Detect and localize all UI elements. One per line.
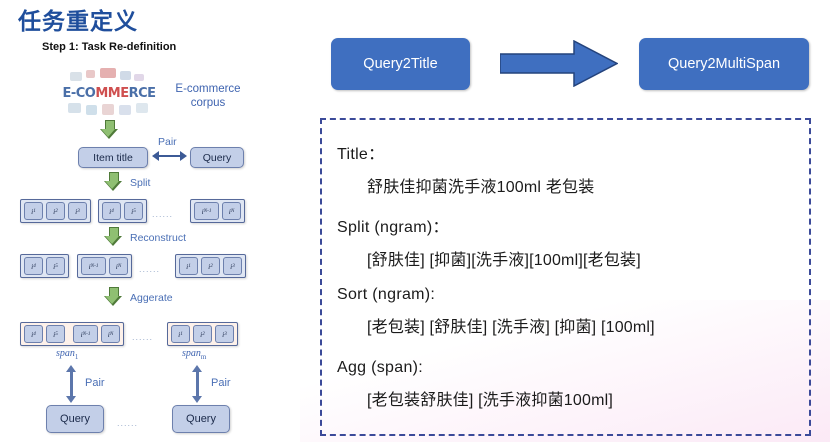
example-heading: Title： [337,146,385,163]
row-ellipsis: ...... [139,264,161,274]
pair-double-arrow-top-icon [152,151,187,162]
example-body: [老包装] [舒肤佳] [洗手液] [抑菌] [100ml] [367,319,655,336]
transform-arrow-icon [499,39,619,88]
example-panel [320,118,811,436]
pair-label-top: Pair [158,136,177,148]
aggerate-label: Aggerate [130,292,173,304]
pair-label-right: Pair [211,377,231,389]
item-title-box[interactable]: Item title [78,147,148,168]
ecommerce-corpus-logo-icon: E-COMMERCE [62,68,156,118]
query-box-top[interactable]: Query [190,147,244,168]
step-heading: Step 1: Task Re-definition [42,41,177,53]
page-title: 任务重定义 [18,9,138,35]
example-body: [舒肤佳] [抑菌][洗手液][100ml][老包装] [367,252,641,269]
example-block-split: Split (ngram)： [舒肤佳] [抑菌][洗手液][100ml][老包… [337,213,641,270]
split-label: Split [130,177,151,189]
pair-label-left: Pair [85,377,105,389]
row-ellipsis: ...... [132,332,154,342]
query2multispan-pill[interactable]: Query2MultiSpan [639,38,809,90]
span-label-first: span1 [56,348,79,361]
row-ellipsis: ...... [152,209,174,219]
pair-double-arrow-right-icon [192,365,203,403]
example-block-agg: Agg (span): [老包装舒肤佳] [洗手液抑菌100ml] [337,359,613,410]
example-heading: Agg (span): [337,359,424,376]
example-block-sort: Sort (ngram): [老包装] [舒肤佳] [洗手液] [抑菌] [10… [337,286,655,337]
query-box-bottom-right[interactable]: Query [172,405,230,433]
example-heading: Split (ngram)： [337,219,449,236]
bottom-ellipsis: ...... [117,418,139,428]
example-block-title: Title： 舒肤佳抑菌洗手液100ml 老包装 [337,140,594,197]
example-body: 舒肤佳抑菌洗手液100ml 老包装 [367,179,595,196]
query-box-bottom-left[interactable]: Query [46,405,104,433]
pair-double-arrow-left-icon [66,365,77,403]
example-heading: Sort (ngram): [337,286,436,303]
span-label-last: spanm [182,348,207,361]
reconstruct-label: Reconstruct [130,232,187,244]
corpus-label: E-commerce corpus [175,83,241,109]
query2title-pill[interactable]: Query2Title [331,38,470,90]
example-body: [老包装舒肤佳] [洗手液抑菌100ml] [367,392,614,409]
